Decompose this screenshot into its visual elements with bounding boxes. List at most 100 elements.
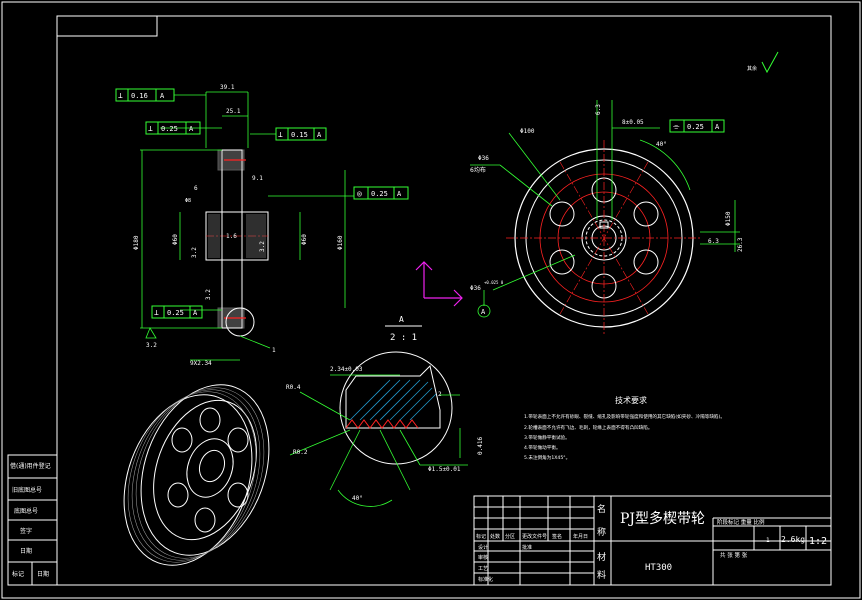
rev-label-4: 更改文件号 bbox=[522, 533, 547, 540]
designation-label-2: 称 bbox=[597, 526, 606, 538]
sec-gdt3-sym: ⊥ bbox=[278, 130, 283, 139]
label-26-3: 26.3 bbox=[737, 237, 744, 252]
sec-gdt5-datum: A bbox=[193, 309, 198, 317]
left-strip-row-4: 签字 bbox=[20, 527, 32, 535]
rev-label-1: 标记 bbox=[476, 533, 486, 540]
tech-req-item-1: 1.带轮表面上不允许有砂眼、裂缝、缩孔及影响带轮强度和使用的其它缺陷(如夹砂、冷… bbox=[524, 413, 725, 420]
detail-dim-6: 0.416 bbox=[477, 437, 484, 455]
tech-req-item-2: 2.轮槽表面不允许有飞边、毛刺，轮缘上表面不得有凸凹缺陷。 bbox=[524, 424, 652, 431]
scale-value: 1:2 bbox=[809, 536, 827, 547]
left-strip-cell-1: 标记 bbox=[12, 570, 24, 578]
sec-gdt4-datum: A bbox=[397, 190, 402, 198]
front-gdt-sym: ⌯ bbox=[673, 122, 680, 131]
quantity-value: 1 bbox=[766, 537, 770, 544]
detail-dim-1: 2.34±0.03 bbox=[330, 366, 363, 373]
detail-dim-2: R0.4 bbox=[286, 384, 301, 391]
label-8-tol: 8±0.05 bbox=[622, 119, 644, 126]
sec-gdt4-sym: ◎ bbox=[357, 189, 362, 198]
detail-dim-5: 40° bbox=[352, 495, 363, 502]
corner-roughness-label: 其余 bbox=[747, 65, 757, 72]
sec-gdt1-sym: ⊥ bbox=[118, 91, 123, 100]
tech-req-item-4: 4.带轮做动平衡。 bbox=[524, 444, 561, 451]
sheet-row: 共 张 第 张 bbox=[720, 551, 748, 559]
detail-scale: 2 : 1 bbox=[390, 333, 417, 343]
left-strip-row-3: 底图总号 bbox=[14, 507, 38, 515]
rev-label-5: 签名 bbox=[552, 533, 562, 540]
header-row: 阶段标记 重量 比例 bbox=[717, 518, 765, 526]
dim-3-2-b: 3.2 bbox=[259, 241, 266, 252]
material-value: HT300 bbox=[645, 563, 672, 573]
dim-6: 6 bbox=[194, 185, 198, 192]
dim-phi160: Φ160 bbox=[337, 235, 344, 250]
sec-gdt5-val: 0.25 bbox=[167, 309, 184, 317]
dim-3-2-a: 3.2 bbox=[191, 247, 198, 258]
detail-dim-4: Φ1.5±0.01 bbox=[428, 466, 461, 473]
label-phi150: Φ150 bbox=[725, 211, 732, 226]
dim-9x2-34: 9X2.34 bbox=[190, 360, 212, 367]
role-standard: 标准化 bbox=[478, 576, 493, 583]
sec-gdt3-datum: A bbox=[317, 131, 322, 139]
left-strip bbox=[7, 454, 58, 586]
sec-gdt1-datum: A bbox=[160, 92, 165, 100]
sec-gdt2-datum: A bbox=[189, 125, 194, 133]
dim-39-1: 39.1 bbox=[220, 84, 235, 91]
corner-roughness-symbol bbox=[761, 51, 779, 74]
sec-gdt1-val: 0.16 bbox=[131, 92, 148, 100]
detail-marker-1: 1 bbox=[272, 347, 276, 354]
section-roughness: 3.2 bbox=[146, 342, 157, 349]
designation-label-1: 名 bbox=[597, 503, 606, 515]
label-40deg: 40° bbox=[656, 141, 667, 148]
detail-view-dims bbox=[289, 374, 468, 507]
tech-req-item-3: 3.带轮做静平衡试验。 bbox=[524, 434, 570, 441]
front-gdt-frame bbox=[669, 119, 725, 133]
section-gdt-frames bbox=[115, 88, 409, 319]
left-strip-row-1: 借(通)用件登记 bbox=[10, 462, 51, 470]
material-label-2: 料 bbox=[597, 569, 606, 581]
label-6-3-b: 6.3 bbox=[595, 104, 602, 115]
left-strip-row-2: 旧底图总号 bbox=[12, 486, 42, 494]
detail-view bbox=[339, 325, 453, 465]
dim-1-6: 1.6 bbox=[226, 233, 237, 240]
front-view-dims bbox=[470, 100, 740, 318]
sec-gdt2-val: 0.25 bbox=[161, 125, 178, 133]
front-tolerance: +0.025 0 bbox=[484, 280, 504, 285]
sec-gdt2-sym: ⊥ bbox=[148, 124, 153, 133]
dim-3-2-c: 3.2 bbox=[205, 289, 212, 300]
dim-phi60-a: Φ60 bbox=[172, 234, 179, 245]
dim-phi8: Φ8 bbox=[185, 198, 191, 204]
tech-req-heading: 技术要求 bbox=[615, 395, 647, 405]
dim-25-1: 25.1 bbox=[226, 108, 241, 115]
material-label-1: 材 bbox=[597, 551, 606, 563]
detail-title: A bbox=[399, 315, 404, 324]
tech-req-item-5: 5.未注倒角为1X45°。 bbox=[524, 454, 570, 461]
dim-phi180: Φ180 bbox=[133, 235, 140, 250]
section-view-dims bbox=[140, 91, 354, 361]
isometric-rim-grooves bbox=[127, 387, 265, 563]
left-strip-cell-2: 日期 bbox=[37, 570, 49, 578]
front-datum-a: A bbox=[481, 308, 486, 316]
isometric-pulley bbox=[123, 384, 270, 566]
label-6-3-a: 6.3 bbox=[708, 238, 719, 245]
label-phi36-top: Φ36 bbox=[478, 155, 489, 162]
ucs-icon bbox=[415, 261, 463, 307]
rev-label-6: 年月日 bbox=[573, 533, 588, 540]
label-6-equal: 6均布 bbox=[470, 166, 486, 174]
rev-label-2: 处数 bbox=[490, 533, 500, 540]
front-view bbox=[506, 140, 702, 336]
front-gdt-val: 0.25 bbox=[687, 123, 704, 131]
front-gdt-datum: A bbox=[715, 123, 720, 131]
left-strip-row-5: 日期 bbox=[20, 547, 32, 555]
sec-gdt4-val: 0.25 bbox=[371, 190, 388, 198]
role-design: 设计 bbox=[478, 544, 488, 551]
top-left-tag-box bbox=[56, 15, 158, 37]
rev-label-3: 分区 bbox=[505, 533, 515, 540]
mass-value: 2.6kg bbox=[781, 535, 805, 544]
label-phi100: Φ100 bbox=[520, 128, 535, 135]
label-phi36-bottom: Φ36 bbox=[470, 285, 481, 292]
role-review: 审核 bbox=[478, 554, 488, 561]
detail-dim-7: 2 bbox=[438, 391, 442, 398]
dim-9-1: 9.1 bbox=[252, 175, 263, 182]
part-name-title: PJ型多楔带轮 bbox=[620, 510, 705, 527]
